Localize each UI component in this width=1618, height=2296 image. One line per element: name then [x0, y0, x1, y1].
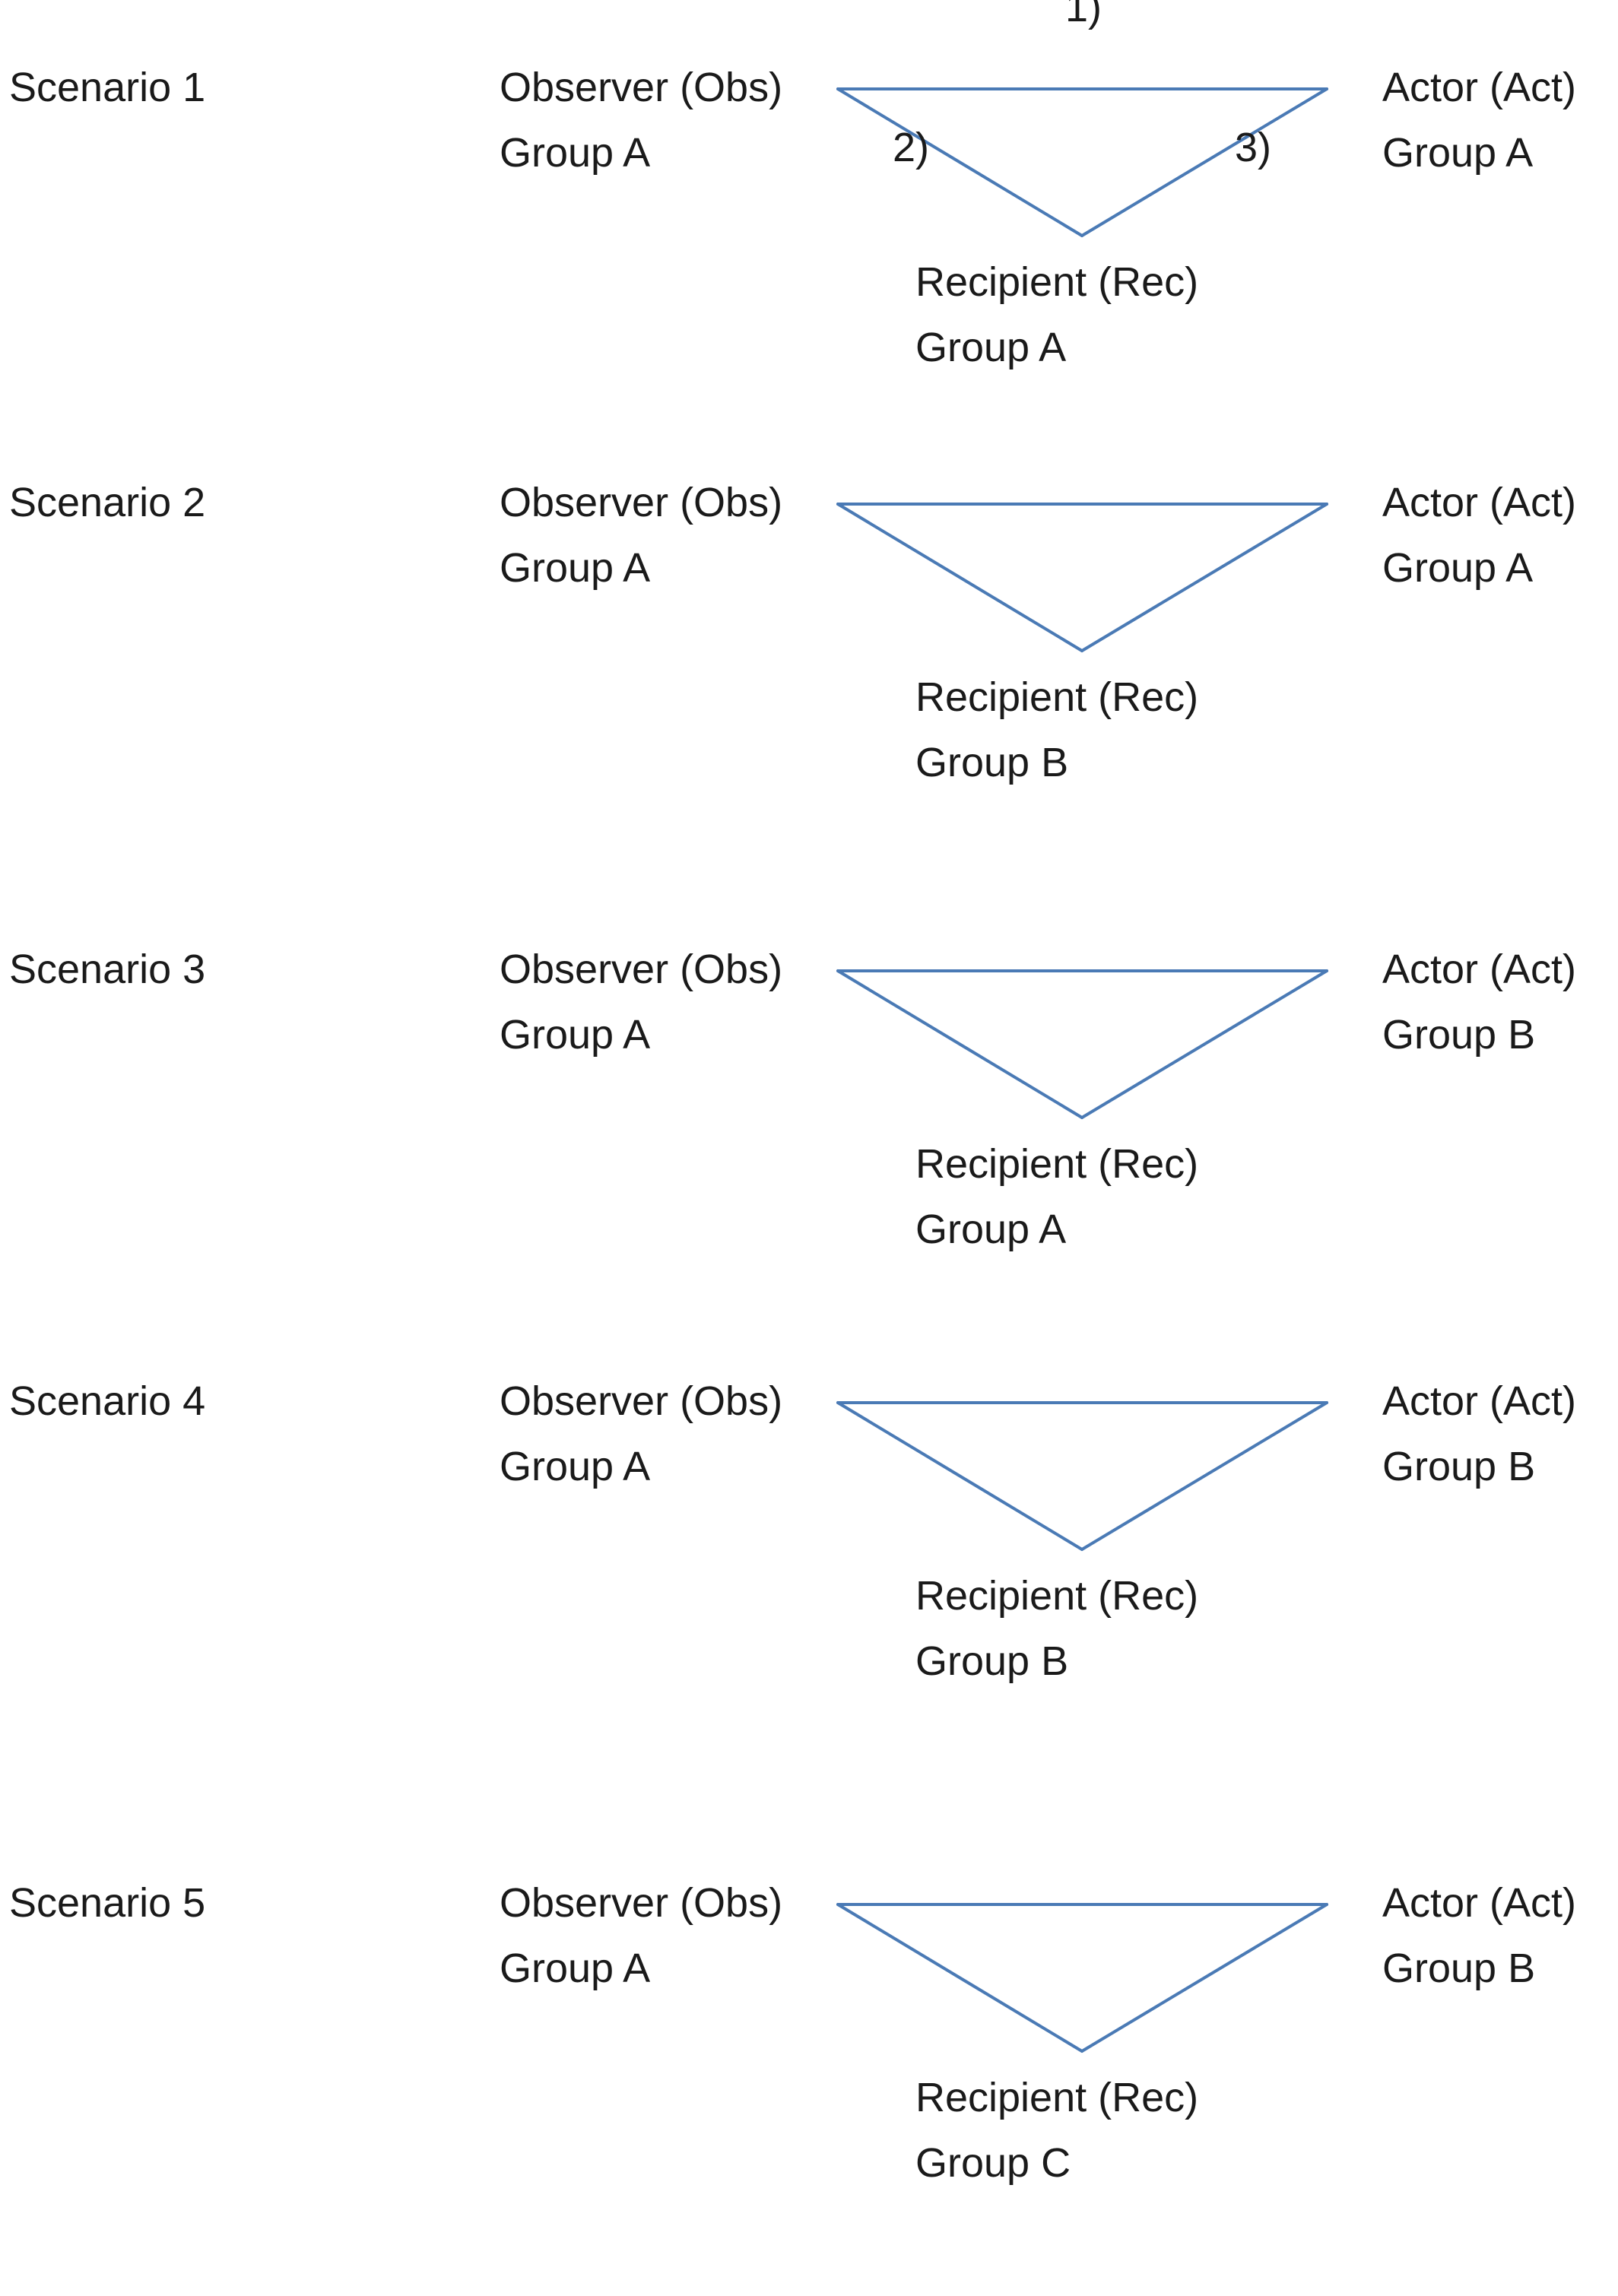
actor-node: Actor (Act) Group B [1382, 1368, 1576, 1499]
actor-group: Group A [1382, 130, 1534, 176]
actor-label: Actor (Act) [1382, 65, 1577, 110]
observer-label: Observer (Obs) [500, 1378, 783, 1424]
actor-label: Actor (Act) [1382, 1880, 1577, 1926]
recipient-node: Recipient (Rec) Group A [915, 1131, 1198, 1262]
edge-act-rec [1080, 969, 1328, 1119]
edge-act-rec [1080, 1401, 1328, 1551]
recipient-label: Recipient (Rec) [915, 674, 1199, 720]
observer-label: Observer (Obs) [500, 1880, 783, 1926]
scenario-title: Scenario 1 [9, 65, 206, 110]
observer-group: Group A [500, 130, 651, 176]
actor-group: Group B [1382, 1444, 1536, 1489]
recipient-group: Group B [915, 1638, 1069, 1684]
edge-obs-rec [836, 1903, 1083, 2053]
edge-act-rec [1080, 87, 1328, 237]
actor-group: Group A [1382, 545, 1534, 591]
recipient-node: Recipient (Rec) Group C [915, 2065, 1198, 2196]
triangle-4 [836, 1401, 1328, 1551]
scenario-4: Scenario 4 Observer (Obs) Group A Actor … [0, 1368, 1618, 1794]
recipient-node: Recipient (Rec) Group A [915, 249, 1198, 380]
actor-label: Actor (Act) [1382, 480, 1577, 525]
scenario-diagram: { "observer_label": "Observer (Obs)", "a… [0, 0, 1618, 2186]
recipient-group: Group C [915, 2140, 1071, 2186]
scenario-1: Scenario 1 Observer (Obs) Group A Actor … [0, 0, 1618, 480]
recipient-label: Recipient (Rec) [915, 1141, 1199, 1187]
actor-group: Group B [1382, 1012, 1536, 1058]
observer-group: Group A [500, 1444, 651, 1489]
scenario-5: Scenario 5 Observer (Obs) Group A Actor … [0, 1870, 1618, 2296]
recipient-node: Recipient (Rec) Group B [915, 1563, 1198, 1694]
observer-group: Group A [500, 1946, 651, 1991]
scenario-3: Scenario 3 Observer (Obs) Group A Actor … [0, 937, 1618, 1362]
scenario-title: Scenario 2 [9, 480, 206, 525]
edge-label-1: 1) [1065, 0, 1102, 30]
actor-label: Actor (Act) [1382, 1378, 1577, 1424]
observer-node: Observer (Obs) Group A [500, 1368, 782, 1499]
observer-node: Observer (Obs) Group A [500, 1870, 782, 2001]
scenario-title: Scenario 5 [9, 1880, 206, 1926]
edge-obs-rec [836, 87, 1083, 237]
recipient-group: Group A [915, 1207, 1067, 1252]
actor-node: Actor (Act) Group B [1382, 937, 1576, 1067]
scenario-title: Scenario 3 [9, 947, 206, 992]
recipient-label: Recipient (Rec) [915, 2075, 1199, 2120]
edge-act-rec [1080, 503, 1328, 652]
actor-node: Actor (Act) Group A [1382, 55, 1576, 186]
recipient-group: Group A [915, 325, 1067, 370]
recipient-group: Group B [915, 740, 1069, 785]
observer-group: Group A [500, 1012, 651, 1058]
observer-label: Observer (Obs) [500, 947, 783, 992]
observer-label: Observer (Obs) [500, 480, 783, 525]
triangle-3 [836, 969, 1328, 1119]
recipient-node: Recipient (Rec) Group B [915, 664, 1198, 795]
triangle-1 [836, 87, 1328, 237]
actor-node: Actor (Act) Group A [1382, 470, 1576, 601]
triangle-2 [836, 503, 1328, 652]
actor-node: Actor (Act) Group B [1382, 1870, 1576, 2001]
edge-label-2: 2) [893, 125, 930, 170]
observer-node: Observer (Obs) Group A [500, 937, 782, 1067]
edge-obs-rec [836, 1401, 1083, 1551]
recipient-label: Recipient (Rec) [915, 259, 1199, 305]
scenario-title: Scenario 4 [9, 1378, 206, 1424]
actor-label: Actor (Act) [1382, 947, 1577, 992]
edge-label-3: 3) [1235, 125, 1272, 170]
observer-label: Observer (Obs) [500, 65, 783, 110]
edge-act-rec [1080, 1903, 1328, 2053]
triangle-5 [836, 1903, 1328, 2053]
observer-node: Observer (Obs) Group A [500, 470, 782, 601]
observer-group: Group A [500, 545, 651, 591]
edge-obs-rec [836, 503, 1083, 652]
edge-obs-rec [836, 969, 1083, 1119]
observer-node: Observer (Obs) Group A [500, 55, 782, 186]
recipient-label: Recipient (Rec) [915, 1573, 1199, 1619]
actor-group: Group B [1382, 1946, 1536, 1991]
scenario-2: Scenario 2 Observer (Obs) Group A Actor … [0, 470, 1618, 896]
